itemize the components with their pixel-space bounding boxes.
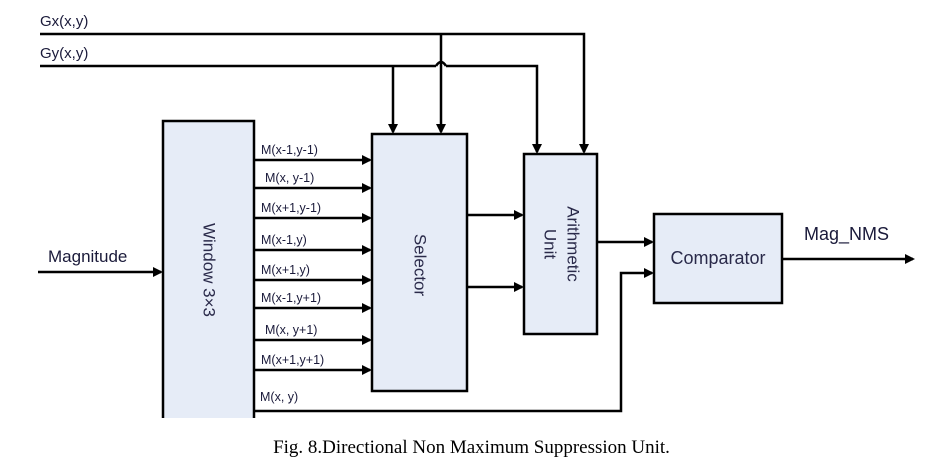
window-label: Window 3×3	[200, 223, 219, 317]
center-signal-label: M(x, y)	[260, 390, 298, 404]
neighbor-signal-label: M(x, y-1)	[265, 171, 314, 185]
gy-label: Gy(x,y)	[40, 45, 88, 62]
magnitude-label: Magnitude	[48, 247, 127, 266]
arithmetic-unit-block: Arithmetic Unit	[522, 152, 599, 336]
comparator-block: Comparator	[652, 212, 784, 305]
neighbor-signal-label: M(x-1,y+1)	[261, 291, 321, 305]
figure-caption: Fig. 8.Directional Non Maximum Suppressi…	[273, 437, 670, 458]
neighbor-signal-label: M(x-1,y-1)	[261, 143, 318, 157]
neighbor-signal-label: M(x+1,y)	[261, 263, 310, 277]
neighbor-signal-label: M(x+1,y-1)	[261, 201, 321, 215]
window-block: Window 3×3	[161, 119, 256, 418]
selector-label: Selector	[411, 234, 430, 297]
output-label: Mag_NMS	[804, 224, 889, 245]
neighbor-signal-label: M(x-1,y)	[261, 233, 307, 247]
center-signal-wire	[254, 268, 654, 413]
neighbor-signal-label: M(x, y+1)	[265, 323, 317, 337]
selector-block: Selector	[370, 132, 469, 393]
gx-label: Gx(x,y)	[40, 13, 88, 30]
arithmetic-label-line2: Unit	[541, 229, 560, 260]
gx-wire	[40, 32, 589, 154]
neighbor-signals: M(x-1,y-1) M(x, y-1) M(x+1,y-1) M(x-1,y) M(x…	[254, 143, 372, 375]
gy-wire	[40, 60, 537, 152]
arithmetic-label-line1: Arithmetic	[564, 206, 583, 282]
neighbor-signal-label: M(x+1,y+1)	[261, 353, 324, 367]
comparator-label: Comparator	[670, 248, 765, 268]
